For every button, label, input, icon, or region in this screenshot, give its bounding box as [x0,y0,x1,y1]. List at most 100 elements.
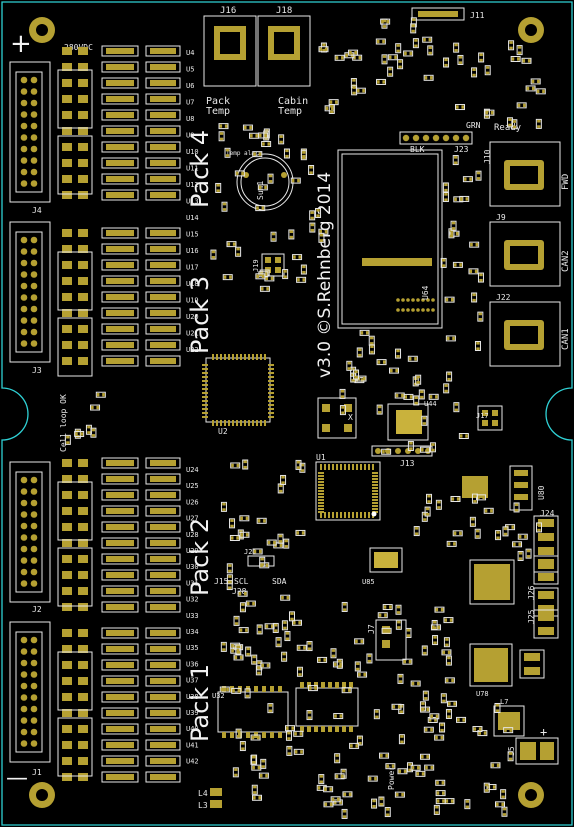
u-label: U8 [186,115,194,123]
u85-chip [369,547,403,573]
j2-label: J2 [32,605,42,614]
u-label: U29 [186,547,199,555]
blk-label: BLK [410,145,425,154]
j17-header [477,405,503,431]
u78-regulator [474,648,508,682]
rj-jacks [489,141,561,367]
j7-header [375,619,407,661]
j10-label: J10 [483,149,492,164]
j11-header [411,7,465,21]
u-label: U21 [186,330,199,338]
smd-components [64,17,546,819]
u2-label: U2 [218,427,228,436]
grn-label: GRN [466,121,481,130]
j17-label: J17 [476,412,489,420]
u-label: U5 [186,66,194,74]
u-label: U33 [186,612,199,620]
u78-label: U78 [476,690,489,698]
j25-label: J25 [527,609,536,624]
u-label: U42 [186,758,199,766]
u1-label: U1 [316,453,326,462]
j18-label: J18 [276,6,292,16]
crystal [317,397,357,439]
mounting-holes [29,17,544,808]
u80-header [509,465,533,511]
u-label: U35 [186,644,199,652]
j13-label: J13 [400,459,415,468]
u-label: U11 [186,165,199,173]
j21-label: J21 [244,548,257,556]
j19-label: J19 [252,259,260,272]
u-label: U10 [186,148,199,156]
j7-label: J7 [367,624,376,634]
u44-chip [387,403,429,441]
u-label: U17 [186,264,199,272]
copyright-label: v3.0 ©S.Rehnberg 2014 [315,172,335,378]
u-label: U37 [186,677,199,685]
minus-label: — [6,766,28,791]
j5-label: J5 [507,746,516,756]
u-label: U6 [186,82,194,90]
x-label: X [348,413,353,422]
pack4-label: Pack 4 [186,130,214,208]
u44-label: U44 [424,400,437,408]
u-label: U25 [186,482,199,490]
j1-label: J1 [32,768,42,777]
u-label: U22 [186,346,199,354]
pack3-label: Pack 3 [186,276,214,354]
temp-jacks [203,15,311,87]
l7-inductor [493,705,525,737]
u-label: U28 [186,531,199,539]
u-label: U13 [186,198,199,206]
u64-label: U64 [421,285,430,300]
pack1-label: Pack 1 [186,664,214,742]
power-module [337,149,443,329]
can1-label: CAN1 [561,328,571,350]
plus-label: + [10,29,32,59]
fwd-label: FWD [561,174,571,190]
j15-label: J15 [214,577,229,586]
buzzer [236,153,294,211]
u-label: U19 [186,297,199,305]
u-label: U15 [186,231,199,239]
cell-loop-label: Cell loop OK [59,394,68,452]
j9-label: J9 [496,213,506,222]
pack2-label: Pack 2 [186,518,214,596]
u-label: U30 [186,563,199,571]
u-label: U27 [186,515,199,523]
u-label: U26 [186,498,199,506]
u-label: U24 [186,466,199,474]
right-connectors [519,515,559,679]
u-label: U39 [186,709,199,717]
u-label: U40 [186,725,199,733]
u-label: U9 [186,132,194,140]
l3-label: L3 [198,801,208,810]
u-label: U7 [186,99,194,107]
u80-label: U80 [537,485,546,500]
u32-label: U32 [212,692,225,700]
temp-alarm-label: Temp alarm [226,150,263,157]
u-label: U16 [186,247,199,255]
j16-label: J16 [220,6,236,16]
ready-label: Ready [494,123,522,133]
j24-label: J24 [540,509,555,518]
power-label: Power [387,766,396,790]
j5-connector [515,737,559,765]
u-label: U18 [186,280,199,288]
j22-label: J22 [496,293,511,302]
u-label: U31 [186,579,199,587]
sda-label: SDA [272,577,287,586]
j23-label: J23 [454,145,469,154]
svg-text:+: + [540,725,547,739]
u-label: U41 [186,741,199,749]
l7-label: L7 [500,698,508,706]
u13-chip [295,687,359,727]
j4-label: J4 [32,206,42,215]
u-label: U38 [186,693,199,701]
u-label: U4 [186,49,194,57]
l4-label: L4 [198,789,208,798]
j23-header [399,131,473,145]
